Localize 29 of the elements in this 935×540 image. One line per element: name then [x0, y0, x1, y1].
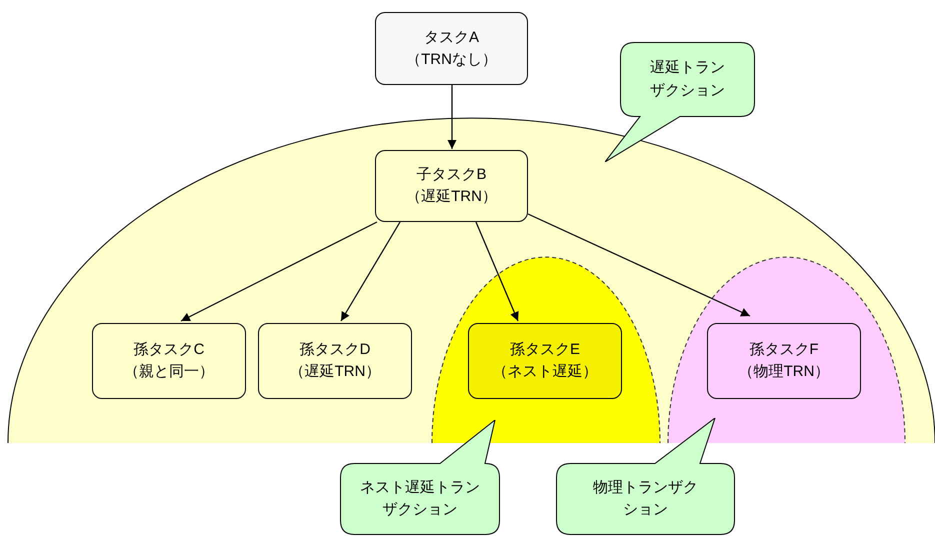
task-note: （ネスト遅延） [492, 362, 598, 382]
speech-bubble [556, 418, 735, 535]
task-name: 子タスクB [416, 165, 486, 186]
callout-text: 物理トランザクション [592, 478, 699, 520]
arrow [475, 222, 519, 322]
arrow [448, 85, 456, 149]
arrow [528, 213, 750, 317]
arrow [340, 222, 401, 322]
task-box [468, 323, 622, 399]
task-box [92, 323, 246, 399]
task-note: （遅延TRN） [290, 362, 380, 382]
task-box [375, 12, 528, 85]
task-box [258, 323, 412, 399]
task-note: （TRNなし） [406, 50, 497, 70]
task-name: 孫タスクD [300, 340, 370, 360]
task-note: （親と同一） [124, 362, 214, 382]
speech-bubble [340, 420, 500, 535]
task-note: （物理TRN） [738, 362, 830, 382]
callout-text: ネスト遅延トランザクション [359, 478, 481, 520]
task-box [707, 323, 861, 399]
task-name: 孫タスクE [510, 340, 580, 360]
task-box [375, 150, 528, 222]
task-name: 孫タスクF [749, 340, 819, 360]
task-name: タスクA [424, 28, 479, 48]
speech-bubble [605, 42, 755, 162]
task-note: （遅延TRN） [406, 187, 497, 207]
callout-text: 遅延トランザクション [649, 58, 726, 100]
task-name: 孫タスクC [134, 340, 204, 360]
arrow [180, 221, 378, 322]
